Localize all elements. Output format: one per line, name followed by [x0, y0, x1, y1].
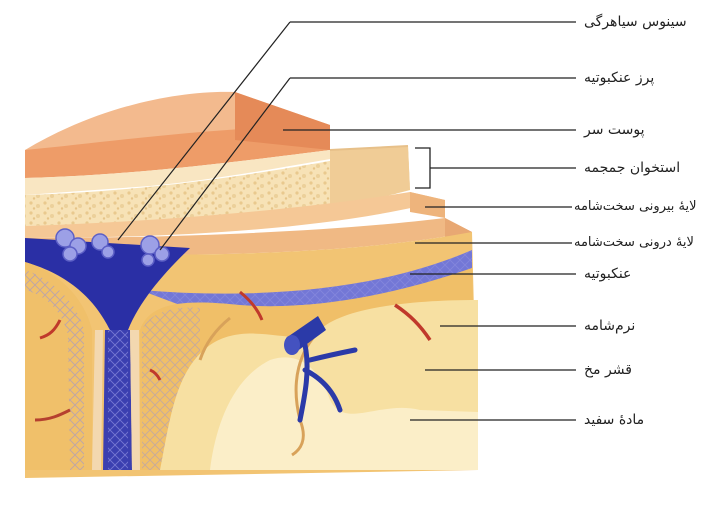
- label-arachnoid: عنکبوتیه: [584, 266, 631, 282]
- label-scalp: پوست سر: [584, 122, 645, 138]
- label-white-matter: مادهٔ سفید: [584, 412, 644, 428]
- skull-bracket: [415, 148, 452, 188]
- scalp-end: [235, 92, 330, 150]
- label-arachnoid-granulation: پرز عنکبوتیه: [584, 70, 654, 86]
- label-skull: استخوان جمجمه: [584, 160, 680, 176]
- label-sinus: سینوس سیاهرگی: [584, 14, 687, 30]
- label-pia: نرم‌شامه: [584, 318, 635, 334]
- label-inner-dura: لایهٔ درونی سخت‌شامه: [574, 235, 694, 251]
- label-outer-dura: لایهٔ بیرونی سخت‌شامه: [574, 199, 697, 215]
- label-cortex: قشر مخ: [584, 362, 632, 378]
